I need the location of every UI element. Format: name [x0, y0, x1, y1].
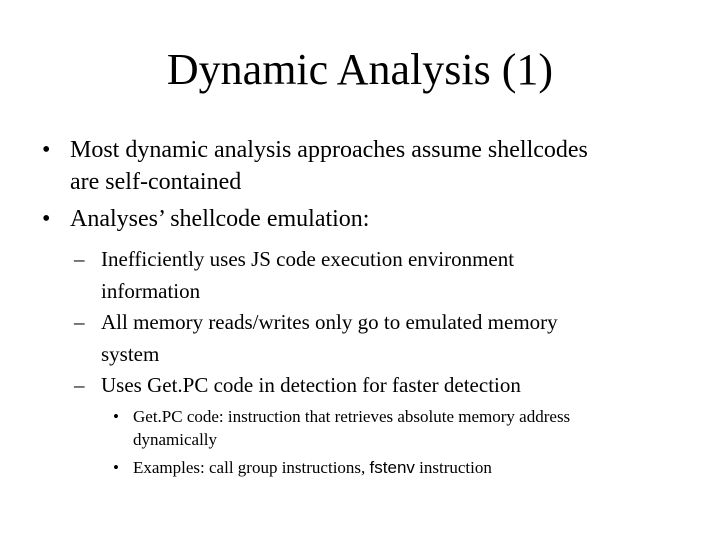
- slide-title: Dynamic Analysis (1): [166, 45, 554, 94]
- subbullet-getpc-detection: – Uses Get.PC code in detection for fast…: [74, 369, 521, 401]
- examples-suffix: instruction: [414, 458, 492, 477]
- fstenv-code: fstenv: [369, 458, 415, 477]
- bullet-marker: •: [113, 458, 119, 477]
- subsubbullet-text-line-1: Get.PC code: instruction that retrieves …: [133, 407, 571, 426]
- examples-prefix: Examples: call group instructions,: [133, 458, 370, 477]
- subbullet-text-line-1: Uses Get.PC code in detection for faster…: [101, 373, 521, 397]
- bullet-shellcode-emulation: • Analyses’ shellcode emulation:: [42, 203, 370, 235]
- subsubbullet-examples: • Examples: call group instructions, fst…: [113, 455, 492, 481]
- bullet-marker: •: [113, 407, 119, 426]
- dash-marker: –: [74, 373, 85, 397]
- subbullet-inefficient: – Inefficiently uses JS code execution e…: [74, 243, 515, 307]
- subbullet-text-line-2: information: [101, 279, 201, 303]
- dash-marker: –: [74, 310, 85, 334]
- bullet-marker: •: [42, 137, 51, 163]
- subbullet-text-line-2: system: [101, 342, 160, 366]
- bullet-marker: •: [42, 206, 51, 232]
- subsubbullet-getpc-definition: • Get.PC code: instruction that retrieve…: [113, 404, 571, 453]
- subsubbullet-text-line-2: dynamically: [133, 430, 218, 449]
- subbullet-memory-emulation: – All memory reads/writes only go to emu…: [74, 306, 558, 370]
- bullet-self-contained: • Most dynamic analysis approaches assum…: [42, 134, 588, 198]
- subbullet-text-line-1: Inefficiently uses JS code execution env…: [101, 247, 515, 271]
- bullet-text-line-2: are self-contained: [70, 169, 242, 195]
- bullet-text-line-1: Most dynamic analysis approaches assume …: [70, 137, 588, 163]
- subbullet-text-line-1: All memory reads/writes only go to emula…: [101, 310, 558, 334]
- subsubbullet-text-line-1: Examples: call group instructions, fsten…: [133, 455, 492, 481]
- bullet-text-line-1: Analyses’ shellcode emulation:: [70, 206, 370, 232]
- dash-marker: –: [74, 247, 85, 271]
